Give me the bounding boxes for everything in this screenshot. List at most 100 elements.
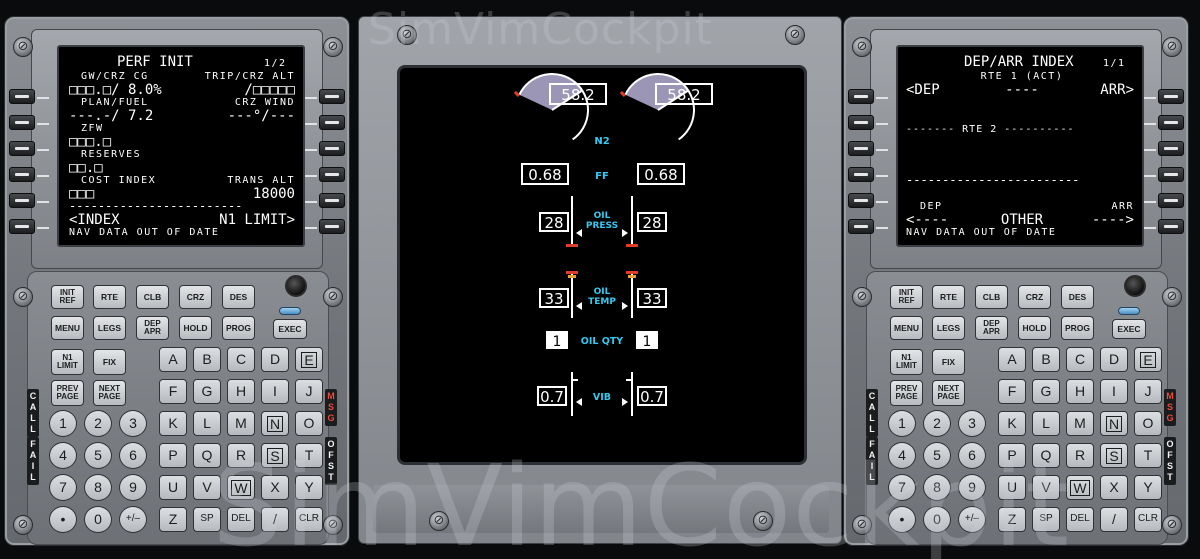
- key-j[interactable]: J: [1134, 379, 1162, 404]
- key-r[interactable]: R: [227, 443, 255, 468]
- lsk-left-5[interactable]: [9, 193, 35, 208]
- key-des[interactable]: DES: [1061, 285, 1094, 309]
- key-clr[interactable]: CLR: [1134, 507, 1162, 532]
- key-num-9[interactable]: 9: [119, 474, 147, 501]
- key-clr[interactable]: CLR: [295, 507, 323, 532]
- key-fix[interactable]: FIX: [93, 349, 126, 375]
- key-w[interactable]: W: [227, 475, 255, 500]
- key-num-11[interactable]: 0: [923, 506, 951, 533]
- key-w[interactable]: W: [1066, 475, 1094, 500]
- key-s[interactable]: S: [1100, 443, 1128, 468]
- lsk-left-2[interactable]: [848, 115, 874, 130]
- key-c[interactable]: C: [1066, 347, 1094, 372]
- key-n[interactable]: N: [261, 411, 289, 436]
- key-rte[interactable]: RTE: [932, 285, 965, 309]
- key-num-9[interactable]: 9: [958, 474, 986, 501]
- key-slash[interactable]: /: [261, 507, 289, 532]
- key-e[interactable]: E: [1134, 347, 1162, 372]
- key-del[interactable]: DEL: [1066, 507, 1094, 532]
- key-num-12[interactable]: +/–: [958, 506, 986, 533]
- key-slash[interactable]: /: [1100, 507, 1128, 532]
- lsk-left-6[interactable]: [848, 219, 874, 234]
- key-fix[interactable]: FIX: [932, 349, 965, 375]
- key-num-2[interactable]: 2: [923, 410, 951, 437]
- r1-arr[interactable]: ARR>: [1100, 82, 1134, 98]
- key-h[interactable]: H: [227, 379, 255, 404]
- key-num-5[interactable]: 5: [84, 442, 112, 469]
- key-n1-limit[interactable]: N1 LIMIT: [51, 349, 84, 375]
- key-m[interactable]: M: [227, 411, 255, 436]
- key-num-4[interactable]: 4: [49, 442, 77, 469]
- key-a[interactable]: A: [159, 347, 187, 372]
- lsk-right-6[interactable]: [319, 219, 345, 234]
- key-prev-page[interactable]: PREV PAGE: [51, 380, 84, 406]
- key-prev-page[interactable]: PREV PAGE: [890, 380, 923, 406]
- key-n1-limit[interactable]: N1 LIMIT: [890, 349, 923, 375]
- key-o[interactable]: O: [295, 411, 323, 436]
- key-f[interactable]: F: [998, 379, 1026, 404]
- key-u[interactable]: U: [998, 475, 1026, 500]
- key-x[interactable]: X: [261, 475, 289, 500]
- key-f[interactable]: F: [159, 379, 187, 404]
- key-hold[interactable]: HOLD: [179, 316, 212, 340]
- key-v[interactable]: V: [1032, 475, 1060, 500]
- key-next-page[interactable]: NEXT PAGE: [93, 380, 126, 406]
- key-u[interactable]: U: [159, 475, 187, 500]
- l6-dep[interactable]: <----: [906, 212, 949, 228]
- key-num-12[interactable]: +/–: [119, 506, 147, 533]
- key-i[interactable]: I: [1100, 379, 1128, 404]
- lsk-left-1[interactable]: [9, 89, 35, 104]
- key-t[interactable]: T: [295, 443, 323, 468]
- key-l[interactable]: L: [1032, 411, 1060, 436]
- key-p[interactable]: P: [159, 443, 187, 468]
- key-crz[interactable]: CRZ: [1018, 285, 1051, 309]
- key-dep-apr[interactable]: DEP APR: [136, 316, 169, 340]
- key-exec[interactable]: EXEC: [1112, 319, 1146, 339]
- key-d[interactable]: D: [1100, 347, 1128, 372]
- l6-index[interactable]: <INDEX: [69, 212, 120, 228]
- lsk-right-6[interactable]: [1158, 219, 1184, 234]
- key-menu[interactable]: MENU: [890, 316, 923, 340]
- l1-dep[interactable]: <DEP: [906, 82, 940, 98]
- brightness-knob[interactable]: [1124, 275, 1146, 297]
- key-z[interactable]: Z: [159, 507, 187, 532]
- key-num-8[interactable]: 8: [84, 474, 112, 501]
- key-num-10[interactable]: •: [49, 506, 77, 533]
- key-k[interactable]: K: [998, 411, 1026, 436]
- key-num-3[interactable]: 3: [958, 410, 986, 437]
- key-exec[interactable]: EXEC: [273, 319, 307, 339]
- key-init-ref[interactable]: INIT REF: [51, 285, 84, 309]
- key-sp[interactable]: SP: [1032, 507, 1060, 532]
- key-des[interactable]: DES: [222, 285, 255, 309]
- key-z[interactable]: Z: [998, 507, 1026, 532]
- key-num-8[interactable]: 8: [923, 474, 951, 501]
- lsk-right-4[interactable]: [1158, 167, 1184, 182]
- key-prog[interactable]: PROG: [222, 316, 255, 340]
- key-num-7[interactable]: 7: [49, 474, 77, 501]
- key-num-6[interactable]: 6: [958, 442, 986, 469]
- lsk-left-2[interactable]: [9, 115, 35, 130]
- key-l[interactable]: L: [193, 411, 221, 436]
- key-g[interactable]: G: [1032, 379, 1060, 404]
- key-num-6[interactable]: 6: [119, 442, 147, 469]
- lsk-left-1[interactable]: [848, 89, 874, 104]
- key-e[interactable]: E: [295, 347, 323, 372]
- key-m[interactable]: M: [1066, 411, 1094, 436]
- key-n[interactable]: N: [1100, 411, 1128, 436]
- key-next-page[interactable]: NEXT PAGE: [932, 380, 965, 406]
- key-o[interactable]: O: [1134, 411, 1162, 436]
- key-prog[interactable]: PROG: [1061, 316, 1094, 340]
- key-g[interactable]: G: [193, 379, 221, 404]
- key-num-5[interactable]: 5: [923, 442, 951, 469]
- key-sp[interactable]: SP: [193, 507, 221, 532]
- brightness-knob[interactable]: [285, 275, 307, 297]
- lsk-right-3[interactable]: [1158, 141, 1184, 156]
- key-d[interactable]: D: [261, 347, 289, 372]
- key-t[interactable]: T: [1134, 443, 1162, 468]
- key-num-2[interactable]: 2: [84, 410, 112, 437]
- key-v[interactable]: V: [193, 475, 221, 500]
- lsk-right-1[interactable]: [1158, 89, 1184, 104]
- key-num-11[interactable]: 0: [84, 506, 112, 533]
- lsk-right-4[interactable]: [319, 167, 345, 182]
- key-num-7[interactable]: 7: [888, 474, 916, 501]
